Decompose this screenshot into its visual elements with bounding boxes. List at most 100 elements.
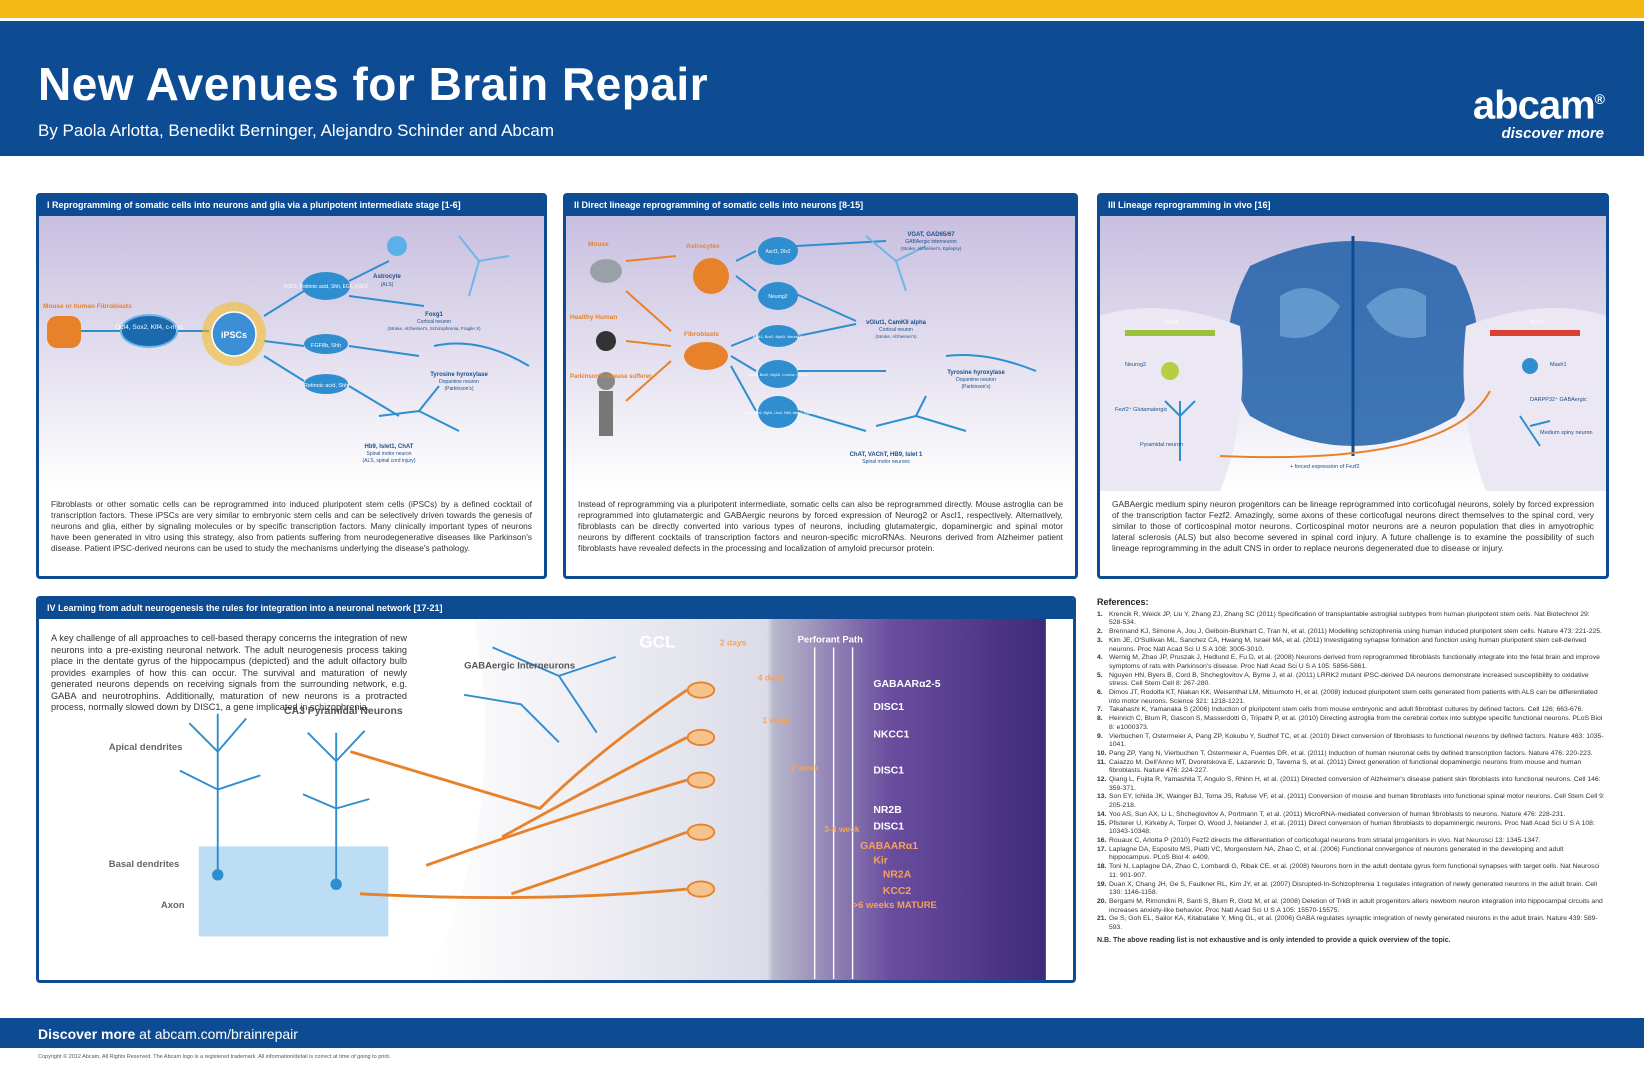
footer-bar: Discover more at abcam.com/brainrepair (0, 1018, 1644, 1048)
motor-label: Spinal motor neurons (862, 459, 910, 465)
marker-label: DISC1 (873, 702, 904, 713)
patient-figure (597, 372, 615, 390)
factor-label: Ascl1, Brn2, Myt1l, Lmx1a, FoxA2 (748, 372, 809, 377)
poster-header: New Avenues for Brain Repair By Paola Ar… (0, 18, 1644, 156)
references-note: N.B. The above reading list is not exhau… (1097, 936, 1451, 944)
hb9-label: Hb9, Islet1, ChAT (365, 444, 414, 450)
reference-text: Vierbuchen T, Ostermeier A, Pang ZP, Kok… (1109, 732, 1604, 749)
cortical-label: Cortical neuron (879, 327, 913, 333)
factors-label: Oct4, Sox2, Klf4, c-myc (115, 324, 184, 331)
factor-label: Ascl1, Brn2, Myt1l, NeuroD1 (753, 334, 804, 339)
panel-description: A key challenge of all approaches to cel… (51, 633, 407, 712)
gcl-label: GCL (639, 632, 675, 651)
dopamine-neuron-drawing (433, 342, 530, 367)
astrocyte-label: Astrocyte (373, 274, 401, 280)
reference-item: 20.Bergami M, Rimondini R, Santi S, Blum… (1097, 898, 1605, 915)
condition-2-label: FGF8b, Shh (311, 343, 341, 349)
reference-number: 5. (1097, 671, 1103, 679)
cortical-note: (Stroke, Alzheimer's, Schizophrenia, Fra… (388, 326, 481, 331)
reference-number: 18. (1097, 863, 1107, 871)
left-gene-bar (1125, 330, 1215, 336)
reference-number: 19. (1097, 880, 1107, 888)
reference-number: 14. (1097, 810, 1107, 818)
reference-item: 19.Duan X, Chang JH, Ge S, Faulkner RL, … (1097, 881, 1605, 898)
cortical-neuron-drawing (458, 235, 510, 297)
basal-label: Basal dendrites (109, 859, 180, 870)
panel-title: I Reprogramming of somatic cells into ne… (39, 196, 544, 216)
reference-text: Takahashi K, Yamanaka S (2006) Induction… (1109, 706, 1584, 714)
vgat-label: VGAT, GAD65/67 (907, 232, 955, 238)
references-heading: References: (1097, 597, 1149, 607)
msn-label: Medium spiny neuron (1540, 430, 1593, 436)
marker-label: KCC2 (883, 886, 912, 897)
gaba-label: GABAergic interneuron (905, 239, 957, 245)
forced-label: + forced expression of Fezf2 (1290, 464, 1360, 470)
top-accent-stripe (0, 0, 1644, 18)
footer-link[interactable]: Discover more at abcam.com/brainrepair (38, 1026, 298, 1042)
forced-expression-arrow (1219, 390, 1491, 459)
page-title: New Avenues for Brain Repair (38, 58, 709, 110)
astrocytes-label: Astrocytes (686, 243, 720, 250)
reference-text: Bergami M, Rimondini R, Santi S, Blum R,… (1109, 897, 1603, 914)
astrocyte-cell (387, 236, 407, 256)
cortical-note: (Stroke, Alzheimer's) (875, 334, 917, 339)
neurogenesis-diagram: GABAergic Interneurons CA3 Pyramidal Neu… (109, 619, 1046, 980)
ipsc-diagram: Oct4, Sox2, Klf4, c-myc iPSCs FGF2, Reti… (43, 235, 530, 464)
neurog2-label: Neurog2 (1125, 362, 1146, 368)
reference-number: 11. (1097, 758, 1107, 766)
ca3-label: CA3 Pyramidal Neurons (284, 706, 403, 717)
condition-3-label: Retinoic acid, Shh (304, 383, 348, 389)
reference-text: Toni N, Laplagne DA, Zhao C, Lombardi G,… (1109, 863, 1600, 879)
reference-number: 21. (1097, 915, 1107, 923)
reference-number: 15. (1097, 819, 1107, 827)
panel-title: II Direct lineage reprogramming of somat… (566, 196, 1075, 216)
mouse-label: Mouse (588, 241, 609, 248)
age-label: >6 weeks MATURE (853, 900, 937, 911)
discover-more-label: Discover more (38, 1026, 136, 1042)
cortical-label: Cortical neuron (417, 319, 451, 325)
reference-item: 21.Ge S, Goh EL, Sailor KA, Kitabatake Y… (1097, 915, 1605, 932)
fibroblast-cell (47, 316, 81, 348)
ipsc-label: iPSCs (221, 330, 247, 340)
basal-region (198, 846, 389, 937)
marker-label: NR2A (883, 870, 912, 881)
marker-label: GABAARα2-5 (873, 679, 940, 690)
reference-item: 2. Brennand KJ, Simone A, Jou J, Gelboin-… (1097, 628, 1605, 637)
reference-number: 2. (1097, 628, 1103, 636)
panel-adult-neurogenesis: IV Learning from adult neurogenesis the … (36, 596, 1076, 983)
in-vivo-figure: PAX6 DLX2 Neurog2 Fezf2⁺ Glutamatergic P… (1100, 216, 1606, 491)
th-label: Tyrosine hyroxylase (947, 370, 1005, 376)
factor-label: Ascl1, Brn2, Myt1l, Lhx3, Hb9, Islet 1, … (743, 411, 813, 415)
reference-number: 12. (1097, 776, 1107, 784)
reference-item: 16.Rouaux C, Arlotta P (2010) Fezf2 dire… (1097, 837, 1605, 846)
parkinsons-label: Parkinson's disease sufferer (570, 374, 652, 380)
reference-text: Nguyen HN, Byers B, Cord B, Shcheglovito… (1109, 671, 1589, 688)
apical-label: Apical dendrites (109, 742, 183, 753)
reference-text: Duan X, Chang JH, Ge S, Faulkner RL, Kim… (1109, 880, 1598, 897)
perforant-path-label: Perforant Path (798, 635, 863, 646)
reference-item: 5. Nguyen HN, Byers B, Cord B, Shcheglovi… (1097, 672, 1605, 689)
reference-number: 4. (1097, 654, 1103, 662)
reference-number: 1. (1097, 610, 1103, 618)
reference-number: 9. (1097, 732, 1103, 740)
reference-text: Pang ZP, Yang N, Vierbuchen T, Ostermeie… (1109, 749, 1593, 757)
reference-item: 1.Krencik R, Weick JP, Liu Y, Zhang ZJ, … (1097, 611, 1605, 628)
newborn-neurons (686, 681, 716, 898)
reference-item: 15.Pfisterer U, Kirkeby A, Torper O, Woo… (1097, 820, 1605, 837)
reference-text: Brennand KJ, Simone A, Jou J, Gelboin-Bu… (1109, 628, 1602, 636)
axon-label: Axon (161, 900, 185, 911)
right-gene-bar (1490, 330, 1580, 336)
reference-number: 8. (1097, 715, 1103, 723)
gaba-interneurons-label: GABAergic Interneurons (464, 660, 575, 671)
fibroblast-cell (684, 342, 728, 370)
ca3-neurons (179, 646, 616, 885)
panel-description: Fibroblasts or other somatic cells can b… (51, 499, 532, 553)
footer-url[interactable]: at abcam.com/brainrepair (139, 1026, 298, 1042)
dlx2-label: DLX2 (1530, 320, 1544, 326)
reference-text: Pfisterer U, Kirkeby A, Torper O, Wood J… (1109, 819, 1595, 836)
panel-direct-reprogramming: II Direct lineage reprogramming of somat… (563, 193, 1078, 579)
reference-text: Qiang L, Fujita R, Yamashita T, Angulo S… (1109, 776, 1601, 792)
reference-text: Wernig M, Zhao JP, Pruszak J, Hedlund E,… (1109, 654, 1600, 670)
abcam-logo[interactable]: abcam® discover more (1473, 81, 1605, 142)
reference-text: Heinrich C, Blum R, Gascon S, Masserdott… (1109, 715, 1603, 731)
